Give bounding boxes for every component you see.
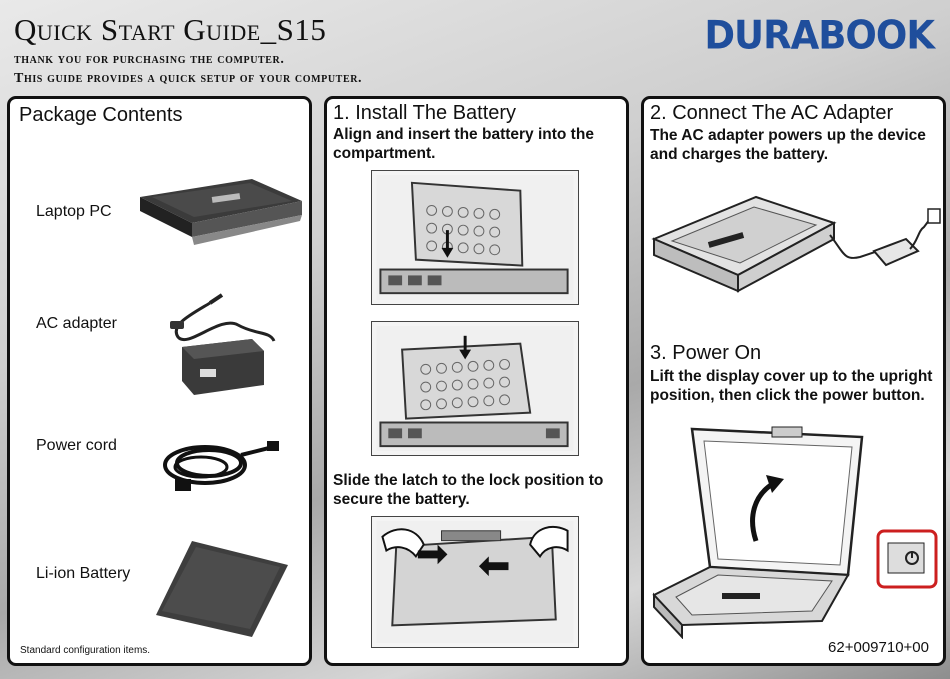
battery-icon [156, 541, 288, 637]
latch-lock-illustration [371, 516, 579, 648]
install-battery-instruction: Align and insert the battery into the co… [333, 126, 594, 162]
part-number: 62+009710+00 [828, 639, 929, 656]
power-on-title: 3. Power On [650, 342, 762, 364]
connect-adapter-instruction: The AC adapter powers up the device and … [650, 127, 926, 163]
laptop-icon [140, 179, 302, 245]
connect-adapter-title: 2. Connect The AC Adapter [650, 102, 894, 124]
header: Quick Start Guide_S15 thank you for purc… [0, 0, 950, 95]
item-label-ac-adapter: AC adapter [36, 315, 117, 332]
laptop-open-illustration [652, 426, 864, 639]
guide-title: Quick Start Guide_S15 [14, 12, 327, 47]
item-label-power-cord: Power cord [36, 437, 117, 454]
install-battery-panel: 1. Install The Battery Align and insert … [324, 96, 629, 666]
ac-adapter-icon [170, 293, 276, 395]
item-label-battery: Li-ion Battery [36, 565, 131, 582]
item-label-laptop: Laptop PC [36, 203, 112, 220]
durabook-logo: DURABOOK [704, 12, 935, 59]
subtitle-line-1: thank you for purchasing the computer. [14, 52, 285, 67]
standard-items-footnote: Standard configuration items. [20, 645, 151, 656]
battery-insert-illustration [371, 170, 579, 305]
package-contents-panel: Package Contents Laptop PC AC adapter Po… [7, 96, 312, 666]
package-contents-title: Package Contents [19, 104, 183, 126]
latch-instruction: Slide the latch to the lock position to … [333, 472, 604, 508]
power-cord-icon [163, 441, 279, 491]
power-button-icon [876, 529, 938, 589]
subtitle-line-2: This guide provides a quick setup of you… [14, 71, 363, 86]
power-on-instruction: Lift the display cover up to the upright… [650, 368, 933, 404]
battery-seated-illustration [371, 321, 579, 456]
connect-and-power-panel: 2. Connect The AC Adapter The AC adapter… [641, 96, 946, 666]
install-battery-title: 1. Install The Battery [333, 102, 517, 124]
ac-adapter-connection-illustration [651, 195, 941, 293]
